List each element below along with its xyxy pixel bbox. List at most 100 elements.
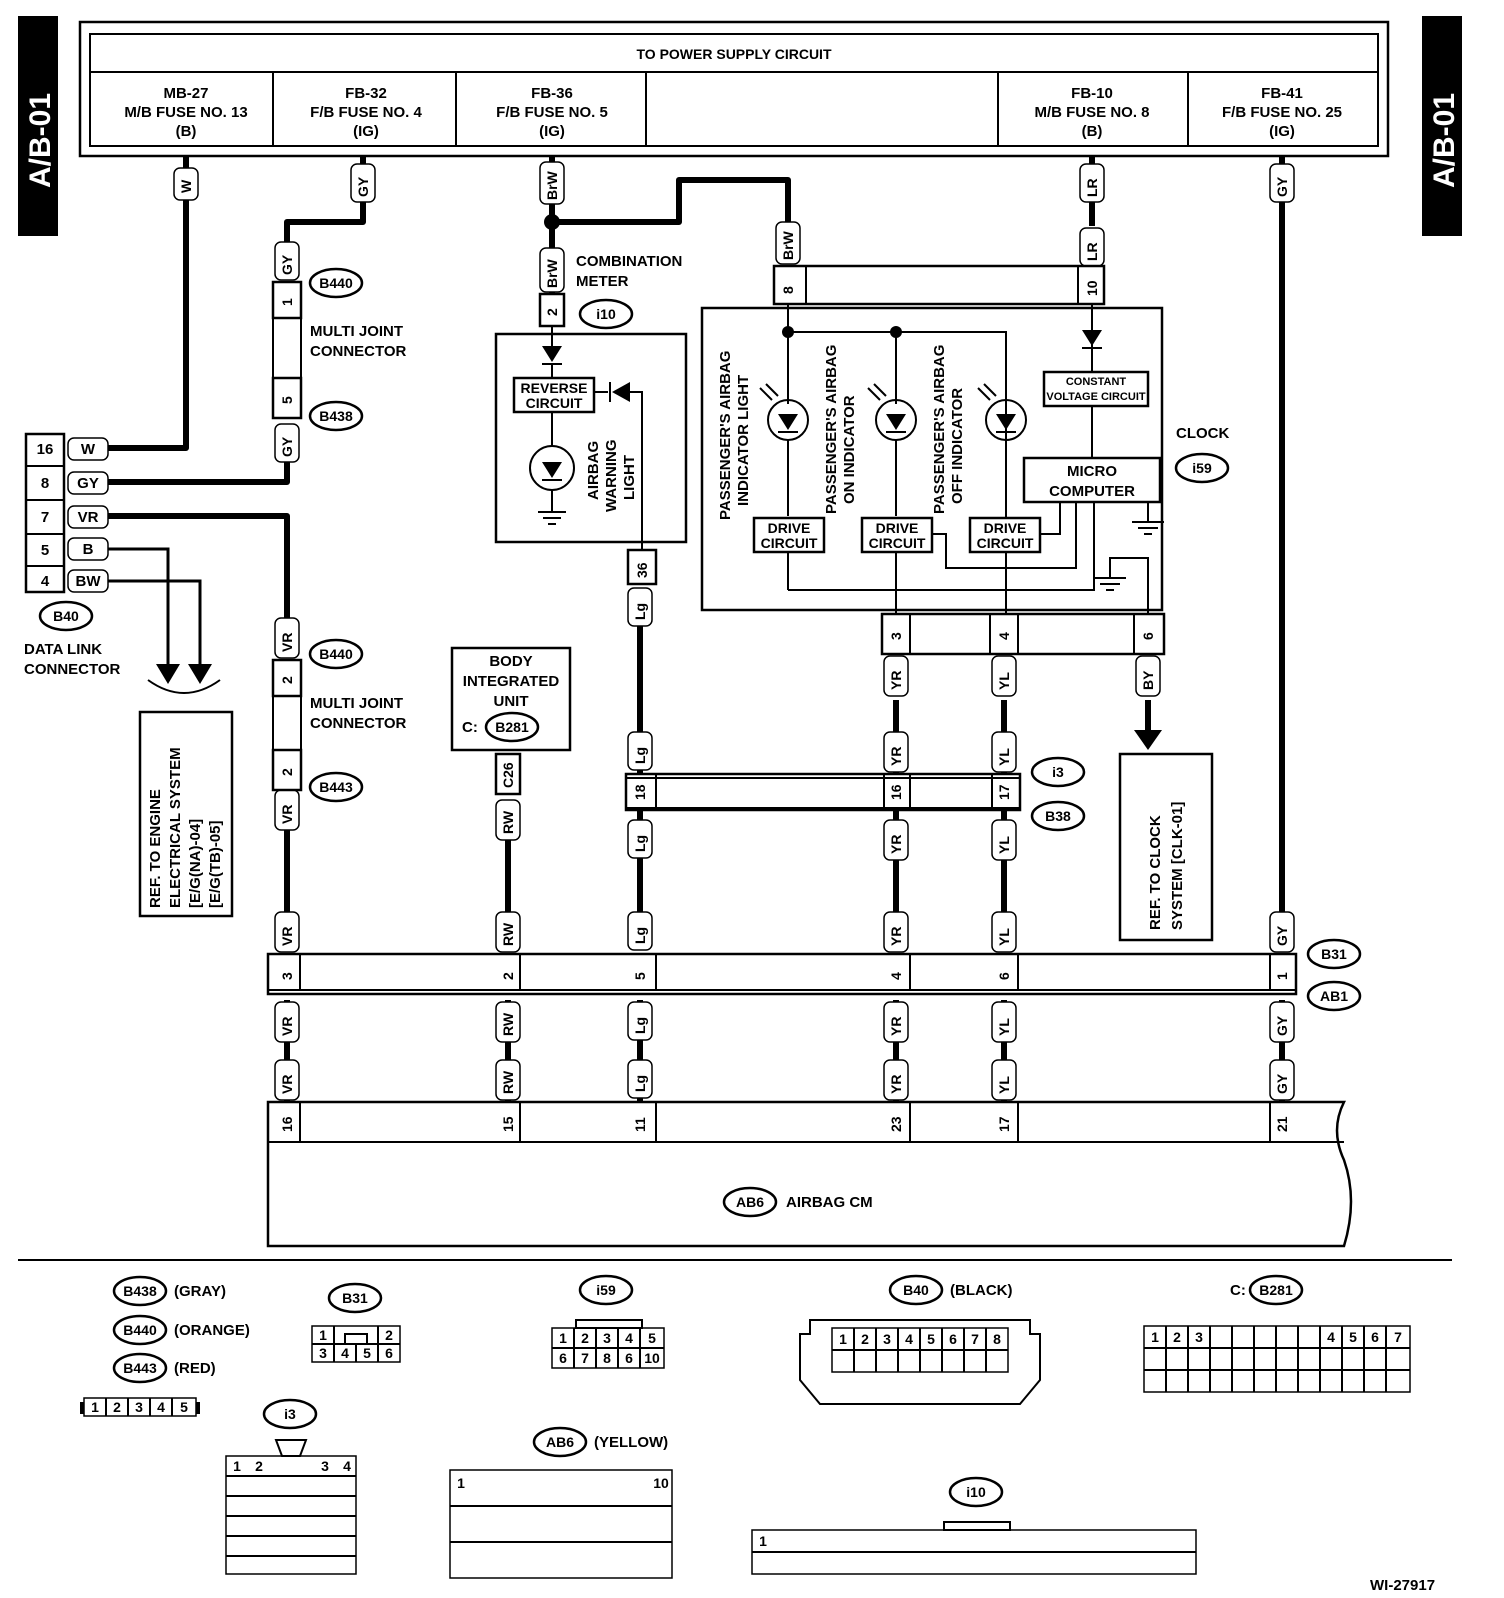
svg-text:Lg: Lg — [632, 1017, 648, 1034]
svg-text:(ORANGE): (ORANGE) — [174, 1322, 250, 1339]
tag-yr-b38: YR — [883, 819, 909, 861]
tag-brw-3: BrW — [539, 247, 565, 293]
tag-gy-ab6: GY — [1269, 1059, 1295, 1101]
power-supply-box: TO POWER SUPPLY CIRCUIT MB-27 M/B FUSE N… — [78, 20, 1390, 158]
svg-text:CONNECTOR: CONNECTOR — [310, 715, 407, 732]
svg-text:CONNECTOR: CONNECTOR — [310, 343, 407, 360]
svg-text:INDICATOR LIGHT: INDICATOR LIGHT — [735, 375, 752, 506]
svg-text:B: B — [83, 541, 94, 558]
svg-text:7: 7 — [41, 509, 49, 526]
fuse-fb10: FB-10 M/B FUSE NO. 8 (B) — [1034, 85, 1149, 140]
svg-text:1: 1 — [233, 1458, 241, 1474]
svg-text:16: 16 — [37, 441, 54, 458]
svg-text:COMPUTER: COMPUTER — [1049, 483, 1135, 500]
svg-text:23: 23 — [888, 1116, 904, 1132]
svg-text:METER: METER — [576, 273, 629, 290]
svg-text:LR: LR — [1084, 242, 1100, 261]
svg-text:7: 7 — [1394, 1329, 1402, 1345]
svg-text:M/B FUSE NO. 8: M/B FUSE NO. 8 — [1034, 104, 1149, 121]
svg-text:6: 6 — [559, 1350, 567, 1366]
svg-text:YR: YR — [888, 671, 904, 690]
connector-b438: B438 — [319, 408, 353, 424]
tag-yl-b38: YL — [991, 819, 1017, 861]
svg-text:2: 2 — [544, 308, 560, 316]
svg-text:1: 1 — [279, 298, 295, 306]
svg-text:CIRCUIT: CIRCUIT — [869, 535, 926, 551]
svg-text:MULTI JOINT: MULTI JOINT — [310, 323, 403, 340]
svg-text:GY: GY — [1274, 1073, 1290, 1094]
svg-text:VR: VR — [279, 927, 295, 946]
fuse-fb36: FB-36 F/B FUSE NO. 5 (IG) — [496, 85, 608, 140]
svg-text:FB-32: FB-32 — [345, 85, 387, 102]
connector-b440-2: B440 — [319, 646, 353, 662]
tag-yr-ab6: YR — [883, 1059, 909, 1101]
tag-yr-3: YR — [883, 655, 909, 697]
tag-rw-c26: RW — [495, 799, 521, 841]
tag-yl-ab1: YL — [991, 1001, 1017, 1043]
tag-gy-b438: GY — [274, 423, 300, 463]
svg-text:1: 1 — [91, 1399, 99, 1415]
svg-text:10: 10 — [644, 1350, 660, 1366]
tag-vr-ab6: VR — [274, 1059, 300, 1101]
multi-joint-connector-upper: 1 5 B440 B438 MULTI JOINT CONNECTOR — [271, 267, 407, 432]
svg-text:MICRO: MICRO — [1067, 463, 1117, 480]
svg-text:Lg: Lg — [632, 835, 648, 852]
svg-text:ON INDICATOR: ON INDICATOR — [841, 395, 858, 504]
tag-brw-2: BrW — [775, 221, 801, 265]
svg-text:CIRCUIT: CIRCUIT — [977, 535, 1034, 551]
svg-text:DRIVE: DRIVE — [984, 520, 1027, 536]
svg-text:8: 8 — [41, 475, 49, 492]
svg-text:2: 2 — [581, 1330, 589, 1346]
svg-text:5: 5 — [363, 1345, 371, 1361]
svg-text:RW: RW — [500, 810, 516, 834]
svg-text:VR: VR — [279, 633, 295, 652]
svg-text:VOLTAGE CIRCUIT: VOLTAGE CIRCUIT — [1046, 391, 1145, 403]
svg-text:2: 2 — [113, 1399, 121, 1415]
svg-text:W: W — [178, 179, 194, 193]
svg-text:CIRCUIT: CIRCUIT — [526, 395, 583, 411]
svg-text:B440: B440 — [123, 1322, 157, 1338]
svg-text:5: 5 — [41, 542, 49, 559]
connector-b281: B281 — [495, 719, 529, 735]
tag-vr-ab1: VR — [274, 1001, 300, 1043]
svg-text:10: 10 — [653, 1475, 669, 1491]
svg-text:SYSTEM [CLK-01]: SYSTEM [CLK-01] — [1169, 802, 1186, 930]
connector-i3: i3 — [1052, 764, 1064, 780]
svg-text:C:: C: — [462, 719, 478, 736]
svg-text:CONSTANT: CONSTANT — [1066, 376, 1127, 388]
connector-b31: B31 — [1321, 946, 1347, 962]
svg-text:(IG): (IG) — [353, 123, 379, 140]
multi-joint-connector-lower: 2 2 B440 B443 MULTI JOINT CONNECTOR — [271, 638, 407, 803]
svg-text:DATA LINK: DATA LINK — [24, 641, 102, 658]
svg-text:(RED): (RED) — [174, 1360, 216, 1377]
svg-text:Lg: Lg — [632, 603, 648, 620]
tag-lg-36: Lg — [627, 587, 653, 627]
svg-text:5: 5 — [632, 972, 648, 980]
legend-b438-b440-b443: B438 (GRAY) B440 (ORANGE) B443 (RED) 1 2… — [80, 1275, 250, 1417]
tag-lr-2: LR — [1079, 227, 1105, 267]
svg-text:[E/G(NA)-04]: [E/G(NA)-04] — [187, 819, 204, 908]
tag-brw-top: BrW — [539, 161, 565, 205]
svg-text:15: 15 — [500, 1116, 516, 1132]
svg-text:1: 1 — [319, 1327, 327, 1343]
svg-text:FB-36: FB-36 — [531, 85, 573, 102]
svg-text:BY: BY — [1140, 670, 1156, 690]
svg-text:5: 5 — [279, 396, 295, 404]
svg-text:YL: YL — [996, 836, 1012, 854]
svg-text:3: 3 — [883, 1331, 891, 1347]
svg-text:5: 5 — [648, 1330, 656, 1346]
tag-rw-ab6: RW — [495, 1059, 521, 1101]
svg-text:B31: B31 — [342, 1290, 368, 1306]
svg-text:i59: i59 — [596, 1282, 616, 1298]
svg-text:MB-27: MB-27 — [163, 85, 208, 102]
svg-text:DRIVE: DRIVE — [876, 520, 919, 536]
svg-text:CIRCUIT: CIRCUIT — [761, 535, 818, 551]
tag-by-6: BY — [1135, 655, 1161, 697]
svg-text:PASSENGER'S AIRBAG: PASSENGER'S AIRBAG — [823, 345, 840, 514]
fuse-fb41: FB-41 F/B FUSE NO. 25 (IG) — [1222, 85, 1342, 140]
svg-text:B40: B40 — [903, 1282, 929, 1298]
svg-text:YR: YR — [888, 1075, 904, 1094]
svg-text:10: 10 — [1084, 280, 1100, 296]
svg-text:RW: RW — [500, 1070, 516, 1094]
